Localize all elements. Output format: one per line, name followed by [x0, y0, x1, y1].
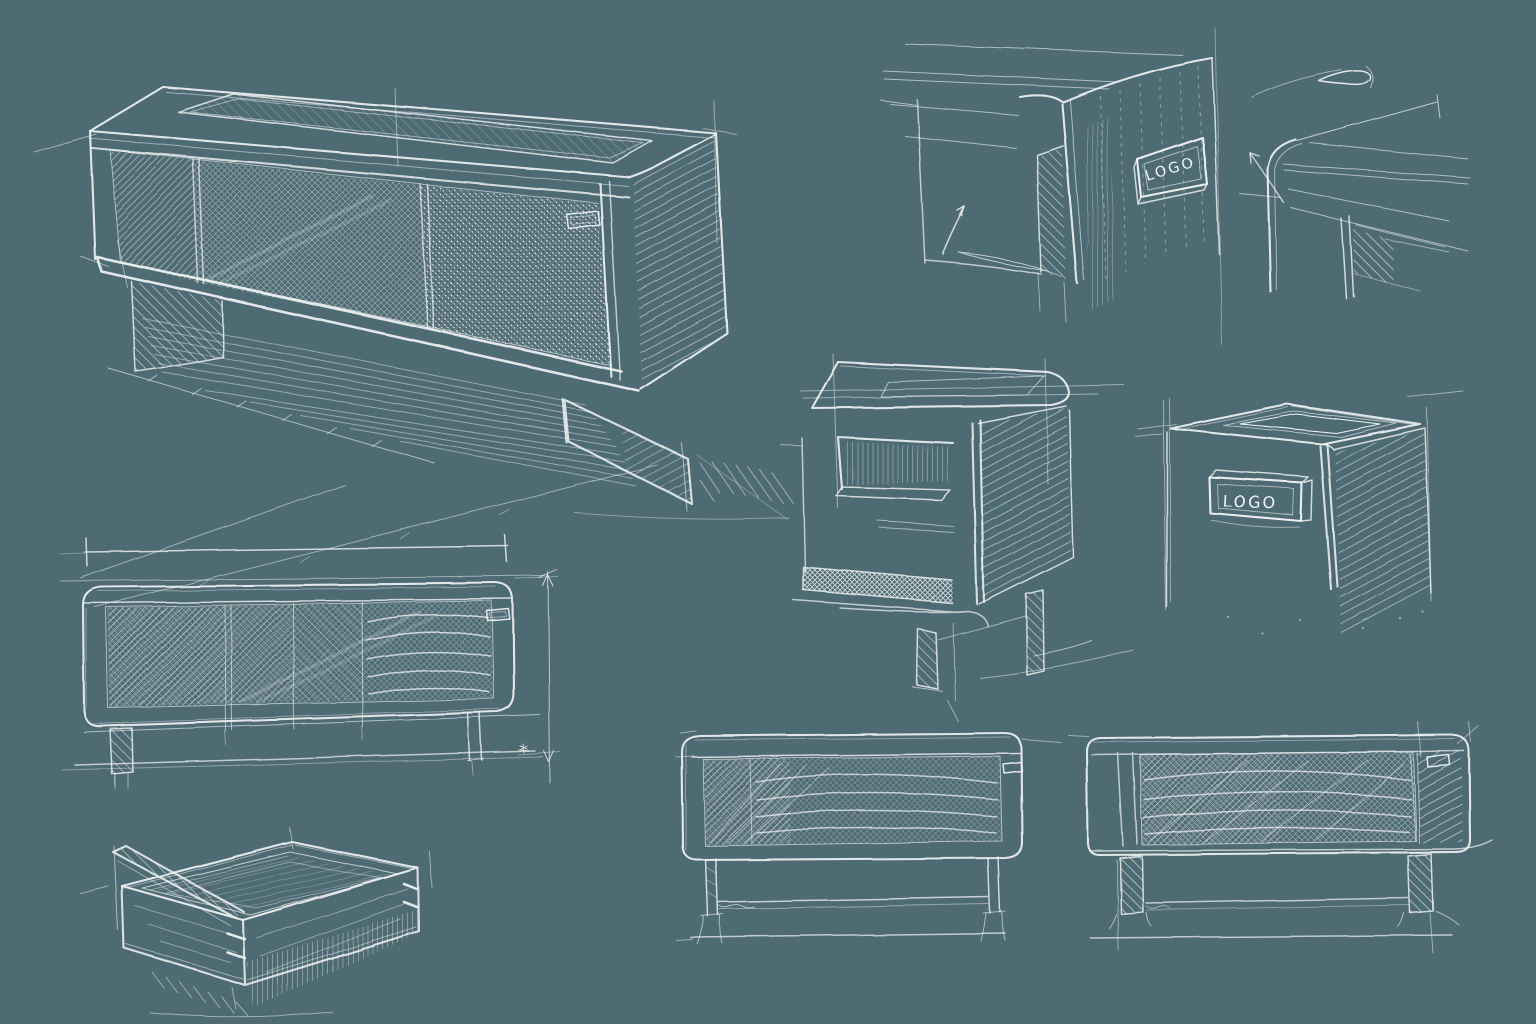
- badge-plate: [1426, 754, 1451, 768]
- badge-plate: [1002, 761, 1023, 774]
- vent-slots: [225, 882, 419, 960]
- sketch-end-unit-perspective: [779, 353, 1134, 701]
- end-panel-hatch: [633, 136, 726, 387]
- sketch-basket-tray: [79, 827, 433, 1018]
- badge-plate: [486, 608, 511, 622]
- arrow-annotation: [942, 206, 1063, 278]
- sketch-front-elevation-small: [675, 699, 1062, 945]
- dimension-line-width: [59, 534, 509, 567]
- sketch-chest-case-perspective: [33, 85, 795, 608]
- pen-mark: [1318, 70, 1372, 86]
- badge-plate: [566, 210, 601, 230]
- sketch-front-elevation-wide: [1067, 721, 1493, 954]
- side-panel-hatch: [980, 408, 1071, 601]
- sketch-front-elevation-dimensioned: [59, 534, 561, 790]
- arrow-annotation: [1249, 152, 1285, 204]
- logo-plate: LOGO: [1207, 469, 1313, 528]
- rail-detail: [111, 844, 246, 931]
- speckle-dots: [1226, 610, 1425, 635]
- dimension-line-height: [515, 569, 561, 784]
- sketch-logo-panel-unit: LOGO: [1135, 390, 1464, 637]
- shadow-hatch: [247, 909, 421, 1007]
- sketch-edge-profile-detail: [1239, 65, 1471, 299]
- grille-lattice: [803, 567, 952, 603]
- annotation-scribble: [518, 743, 530, 754]
- dimension-line: [1296, 94, 1441, 142]
- glass-stipple-right: [420, 185, 610, 365]
- side-panel-hatch: [1335, 430, 1430, 637]
- glass-hatch-left: [110, 151, 199, 283]
- glass-hatch-middle: [193, 160, 428, 328]
- logo-plate-label: LOGO: [1222, 491, 1279, 513]
- end-panel-hatch: [1417, 751, 1463, 843]
